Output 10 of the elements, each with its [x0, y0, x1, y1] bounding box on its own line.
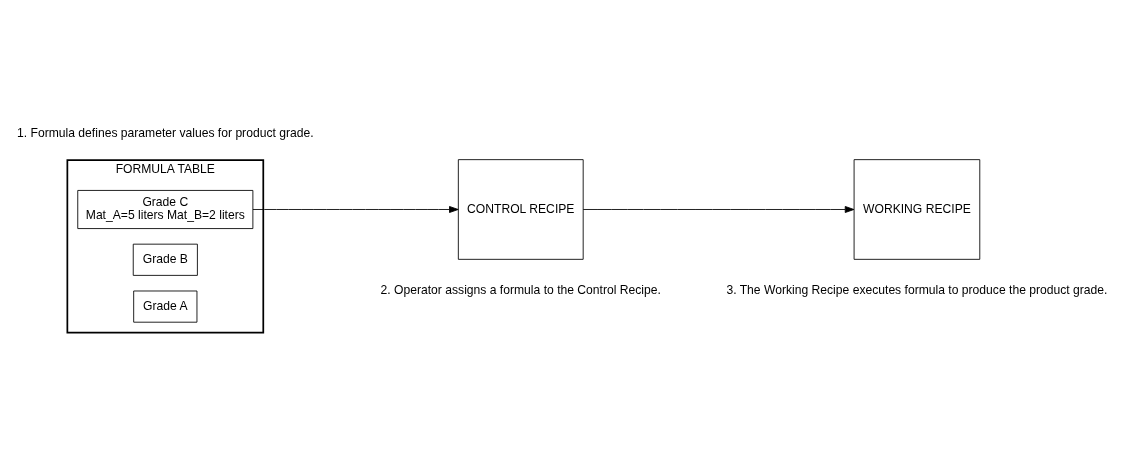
node-box: Grade C Mat_A=5 liters Mat_B=2 liters	[77, 190, 254, 229]
node-box: Grade A	[133, 290, 198, 323]
node-box: WORKING RECIPE	[853, 159, 981, 260]
node-label: 3. The Working Recipe executes formula to produce the product grade.	[726, 283, 1108, 298]
node-label: 1. Formula defines parameter values for product grade.	[17, 126, 314, 141]
node-box: Grade B	[132, 243, 198, 276]
node-box: CONTROL RECIPE	[457, 159, 584, 260]
node-label: 2. Operator assigns a formula to the Control Recipe.	[380, 283, 661, 298]
arrow	[252, 206, 459, 213]
arrow	[582, 206, 855, 213]
